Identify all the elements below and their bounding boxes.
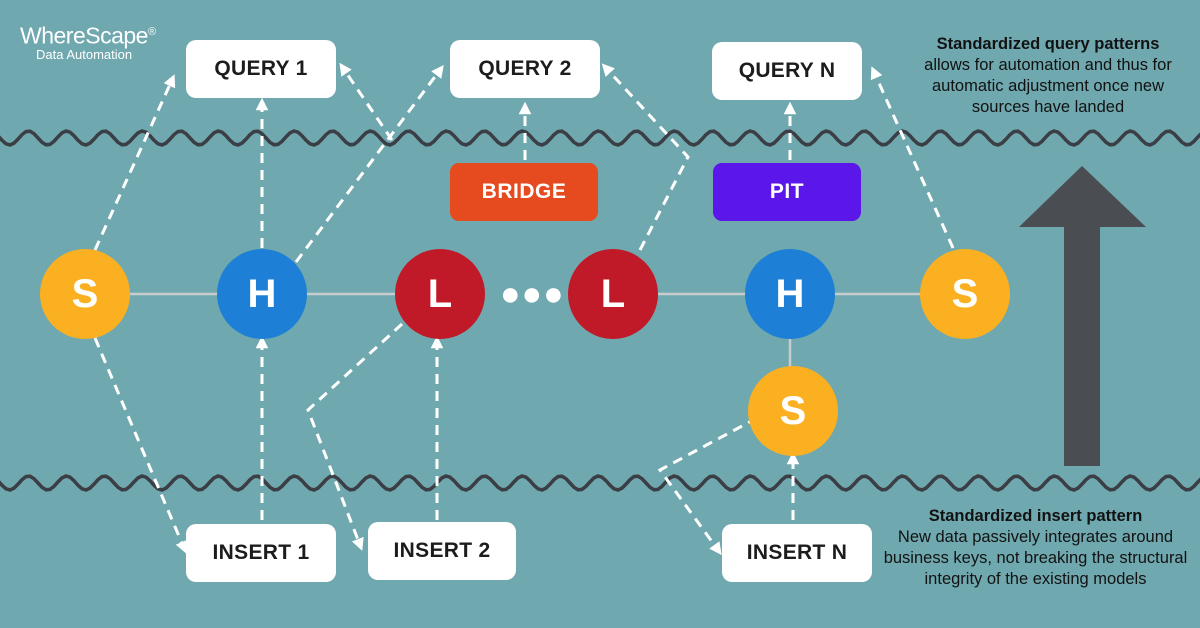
link-node-1: L — [395, 249, 485, 339]
query-box-1: QUERY 1 — [186, 40, 336, 98]
insert-pattern-note: Standardized insert pattern New data pas… — [878, 506, 1193, 590]
logo-subtitle: Data Automation — [36, 46, 133, 62]
wave-boundary-top — [0, 129, 1200, 147]
hub-node-right: H — [745, 249, 835, 339]
query-pattern-note: Standardized query patterns allows for a… — [903, 34, 1193, 118]
arrow-s2-to-queryn — [870, 66, 955, 249]
arrow-l1-to-query1 — [339, 62, 394, 141]
query-note-body: allows for automation and thus for autom… — [924, 56, 1172, 116]
pit-box: PIT — [713, 163, 861, 221]
insert-note-title: Standardized insert pattern — [928, 507, 1143, 525]
wave-boundary-bottom — [0, 474, 1200, 492]
insert-note-body: New data passively integrates around bus… — [883, 528, 1188, 588]
query-box-n: QUERY N — [712, 42, 862, 100]
upward-arrow-icon — [1019, 166, 1146, 466]
hub-node-left: H — [217, 249, 307, 339]
dashed-arrows — [93, 62, 955, 556]
logo-name: WhereScape — [20, 22, 148, 49]
satellite-node-right: S — [920, 249, 1010, 339]
arrow-s3-to-insertn — [657, 416, 758, 556]
query-note-title: Standardized query patterns — [936, 35, 1160, 53]
arrow-l2-to-query2 — [601, 63, 690, 251]
insert-box-n: INSERT N — [722, 524, 872, 582]
arrow-s1-to-insert1 — [93, 337, 188, 554]
bridge-box: BRIDGE — [450, 163, 598, 221]
ellipsis: ●●● — [500, 275, 565, 313]
link-node-2: L — [568, 249, 658, 339]
satellite-node-bottom: S — [748, 366, 838, 456]
arrow-l1-to-insert2 — [306, 322, 404, 551]
satellite-node-left: S — [40, 249, 130, 339]
insert-box-2: INSERT 2 — [368, 522, 516, 580]
registered-mark: ® — [147, 26, 156, 38]
wherescape-logo: WhereScape® Data Automation — [20, 20, 156, 62]
insert-box-1: INSERT 1 — [186, 524, 336, 582]
query-box-2: QUERY 2 — [450, 40, 600, 98]
arrow-s1-to-query1 — [93, 74, 176, 251]
arrow-h1-to-query2 — [294, 64, 444, 263]
